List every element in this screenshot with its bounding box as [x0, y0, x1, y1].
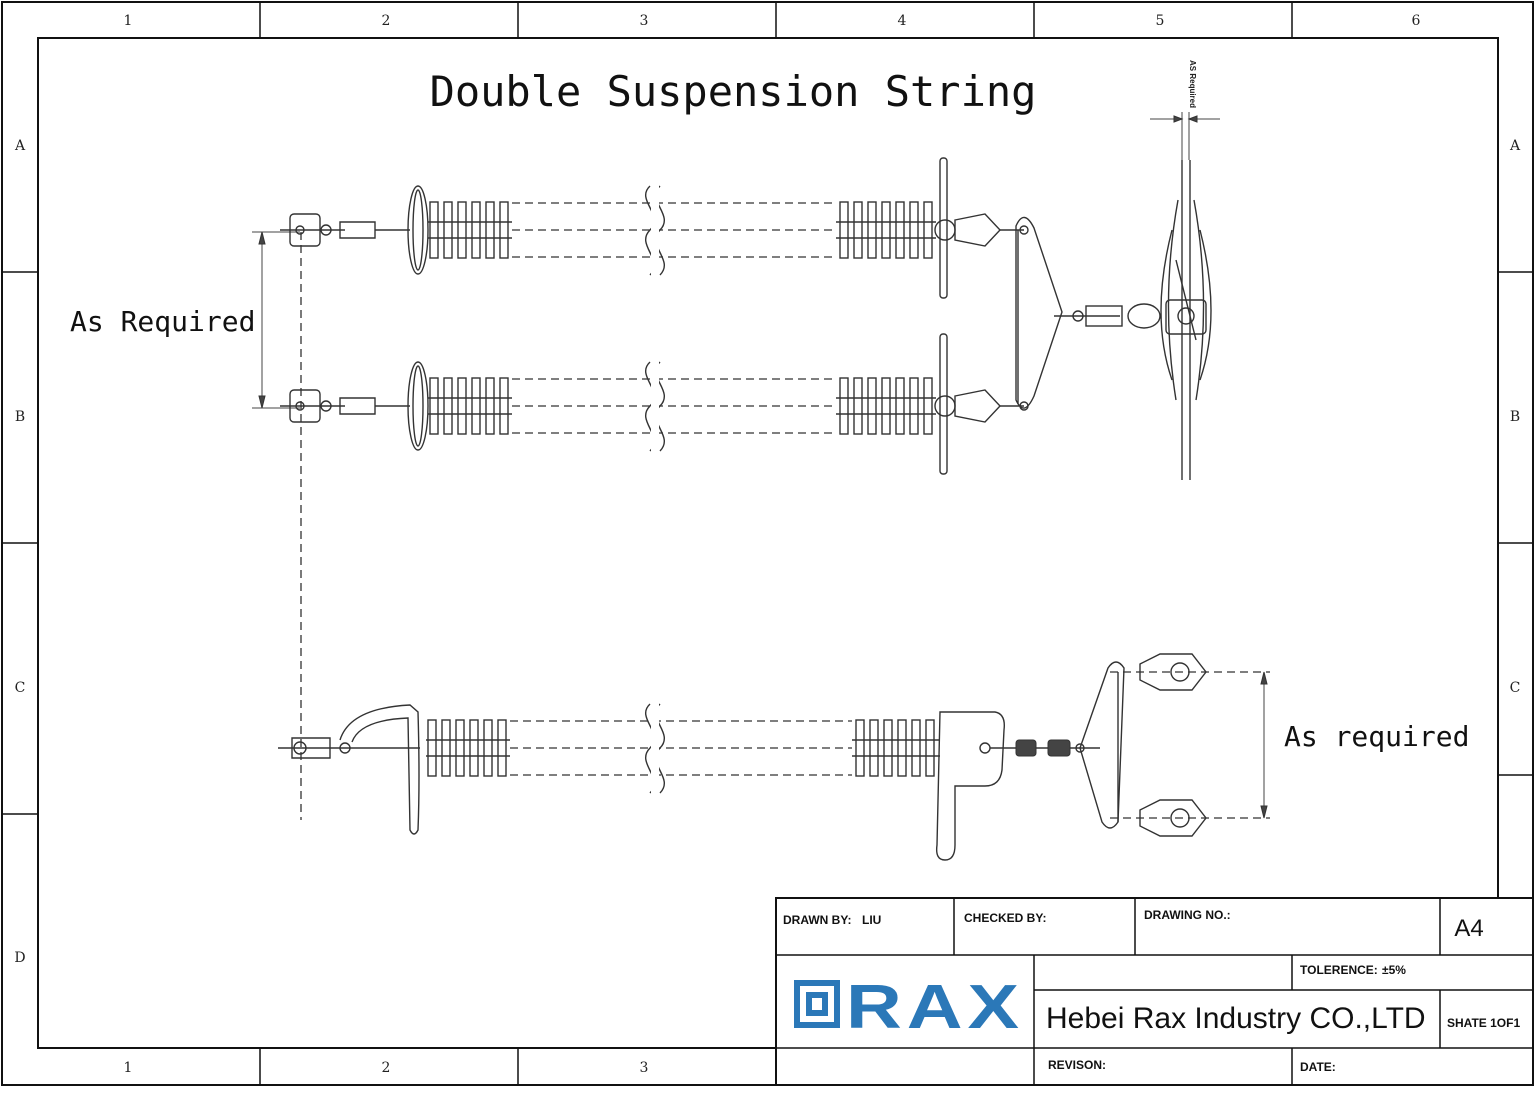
zone-row-d-left: D	[14, 950, 25, 966]
rax-logo: RAX	[794, 973, 1024, 1042]
zone-row-a-right: A	[1509, 138, 1521, 154]
revision-label: REVISON:	[1048, 1058, 1106, 1072]
left-dimension: As Required	[70, 231, 300, 409]
drawn-by-label: DRAWN BY:	[783, 913, 851, 927]
insulator-string-lower	[279, 333, 1029, 475]
sheet-size: A4	[1454, 915, 1483, 942]
zone-row-c-left: C	[15, 680, 26, 696]
zone-col-2-top: 2	[382, 13, 391, 29]
drawn-by-value: LIU	[862, 913, 881, 927]
zone-row-a-left: A	[14, 138, 26, 154]
top-dimension: AS Required	[1150, 60, 1220, 160]
zone-col-1-bottom: 1	[124, 1060, 133, 1076]
sheet-number: SHATE 1OF1	[1447, 1016, 1520, 1030]
zone-row-b-left: B	[15, 409, 25, 425]
drawing-title: Double Suspension String	[430, 67, 1037, 116]
zone-col-1-top: 1	[124, 13, 133, 29]
suspension-clamp	[1160, 160, 1212, 480]
tolerance-label: TOLERENCE:	[1300, 963, 1378, 977]
left-spacing-label: As Required	[70, 305, 255, 338]
drawing-no-label: DRAWING NO.:	[1144, 908, 1231, 922]
title-block: DRAWN BY: LIU CHECKED BY: DRAWING NO.: A…	[775, 897, 1534, 1086]
tolerance-value: ±5%	[1382, 963, 1406, 977]
right-spacing-label: As required	[1284, 720, 1469, 753]
zone-row-c-right: C	[1510, 680, 1521, 696]
zone-row-b-right: B	[1510, 409, 1520, 425]
company-name: Hebei Rax Industry CO.,LTD	[1046, 1002, 1426, 1035]
zone-labels: 1 2 3 4 5 6 1 2 3 A B C D A B C	[14, 13, 1521, 1076]
zone-col-4-top: 4	[898, 13, 907, 29]
logo-text: RAX	[846, 973, 1024, 1042]
svg-text:AS Required: AS Required	[1188, 60, 1197, 108]
zone-col-5-top: 5	[1156, 13, 1165, 29]
right-dimension: As required	[1260, 671, 1469, 819]
insulator-string-tension	[278, 653, 1270, 861]
zone-col-6-top: 6	[1412, 13, 1421, 29]
zone-col-3-top: 3	[640, 13, 649, 29]
zone-col-2-bottom: 2	[382, 1060, 391, 1076]
date-label: DATE:	[1300, 1060, 1336, 1074]
yoke-plate-upper	[1015, 216, 1207, 409]
insulator-string-upper	[280, 157, 1029, 299]
checked-by-label: CHECKED BY:	[964, 911, 1046, 925]
inner-border	[37, 37, 1499, 1049]
zone-col-3-bottom: 3	[640, 1060, 649, 1076]
